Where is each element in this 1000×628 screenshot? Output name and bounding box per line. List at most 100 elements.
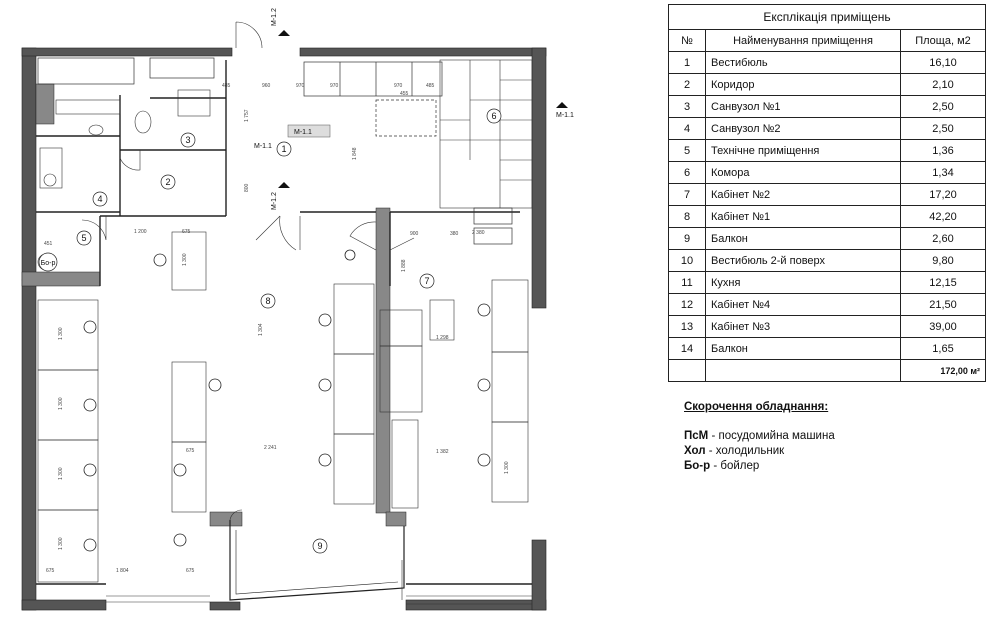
room-number-1: 1 [281,144,286,154]
abbreviation-meaning: - холодильник [705,445,785,457]
room-number-cell: 6 [668,161,706,184]
room-marker-3: 3 [180,132,196,148]
room-area-cell: 12,15 [900,271,986,294]
room-number-cell: 11 [668,271,706,294]
room-marker-2: 2 [160,174,176,190]
abbreviation-meaning: - бойлер [710,460,760,472]
dim-label: 1 888 [401,259,407,272]
dim-label: 1 300 [58,467,64,480]
door-swings [81,21,415,600]
dim-label: 485 [426,83,435,89]
room-number-cell: 8 [668,205,706,228]
dim-label: 2 241 [264,445,277,451]
room-number-9: 9 [317,541,322,551]
room-area-cell: 21,50 [900,293,986,316]
room-name-cell: Комора [705,161,901,184]
section-marks: М-1.2 М-1.1 М-1.1 М-1.2 М-1.1 [254,8,574,210]
abbreviation-code: Бо-р [684,460,711,472]
abbreviation-item: Бо-р - бойлер [684,459,835,474]
room-area-cell: 9,80 [900,249,986,272]
dim-label: 1 200 [134,229,147,235]
dim-label: 485 [222,83,231,89]
room-marker-1: 1 [276,141,292,157]
dim-label: 1 298 [436,335,449,341]
dim-label: 675 [186,568,195,574]
dim-label: 1 300 [58,397,64,410]
abbreviations-legend: Скорочення обладнання: ПсМ - посудомийна… [684,400,835,474]
dim-label: 1 804 [116,568,129,574]
room-area-cell: 2,10 [900,73,986,96]
dim-label: 675 [46,568,55,574]
room-number-cell: 7 [668,183,706,206]
section-mark-left: М-1.1 [254,143,272,150]
room-name-cell: Кабінет №3 [705,315,901,338]
room-area-cell: 2,50 [900,117,986,140]
header-number: № [668,29,706,52]
room-area-cell: 17,20 [900,183,986,206]
room-number-cell: 2 [668,73,706,96]
room-name-cell: Балкон [705,227,901,250]
room-name-cell: Кабінет №2 [705,183,901,206]
dim-label: 800 [244,183,250,192]
dim-label: 1 848 [352,147,358,160]
table-title: Експлікація приміщень [668,4,986,30]
room-number-5: 5 [81,233,86,243]
room-number-7: 7 [424,276,429,286]
abbreviation-code: ПсМ [684,430,709,442]
dim-label: 1 304 [258,323,264,336]
room-area-cell: 16,10 [900,51,986,74]
room-area-cell: 1,36 [900,139,986,162]
chairs [83,249,491,552]
room-number-2: 2 [165,177,170,187]
section-mark-top: М-1.2 [271,8,278,26]
dim-label: 970 [296,83,305,89]
counters [37,57,513,245]
room-number-8: 8 [265,296,270,306]
total-area: 172,00 м² [900,359,986,382]
abbreviation-item: Хол - холодильник [684,444,835,459]
room-name-cell: Кабінет №4 [705,293,901,316]
room-area-cell: 1,65 [900,337,986,360]
header-name: Найменування приміщення [705,29,901,52]
balcony-9 [229,520,405,601]
section-mark-mid: М-1.2 [271,192,278,210]
room-area-cell: 42,20 [900,205,986,228]
floor-plan: 1 2 3 4 5 6 7 8 9 Бо-р М-1.2 М-1.1 М-1.1… [21,8,574,611]
interior-partitions [36,60,532,585]
exterior-walls [21,47,547,611]
room-marker-9: 9 [312,538,328,554]
header-area: Площа, м2 [900,29,986,52]
dim-label: 455 [400,91,409,97]
room-number-3: 3 [185,135,190,145]
room-name-cell: Санвузол №2 [705,117,901,140]
room-number-cell: 3 [668,95,706,118]
room-number-6: 6 [491,111,496,121]
dim-label: 1 300 [58,537,64,550]
room-markers: 1 2 3 4 5 6 7 8 9 [76,108,502,554]
abbreviation-meaning: - посудомийна машина [708,430,835,442]
abbreviations-title: Скорочення обладнання: [684,401,829,413]
room-marker-8: 8 [260,293,276,309]
dimension-labels: 1 200 675 1 300 1 304 2 241 1 804 675 1 … [44,83,510,574]
room-area-cell: 1,34 [900,161,986,184]
room-name-cell: Кабінет №1 [705,205,901,228]
dim-label: 1 300 [58,327,64,340]
dim-label: 1 757 [244,109,250,122]
dim-label: 380 [450,231,459,237]
room-name-cell: Вестибюль 2-й поверх [705,249,901,272]
section-mark-right: М-1.1 [556,112,574,119]
dim-label: 675 [186,448,195,454]
table-header-row: № Найменування приміщення Площа, м2 [668,29,986,52]
dim-label: 2 380 [472,230,485,236]
room-number-cell: 5 [668,139,706,162]
bathroom-fixtures [37,89,211,271]
